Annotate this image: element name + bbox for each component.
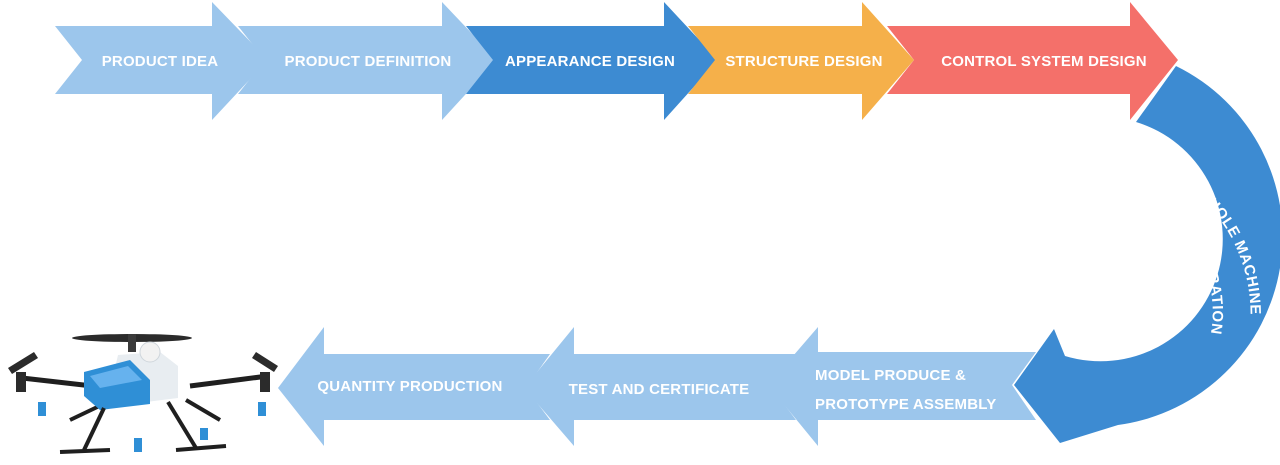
step-test-and-certificate: TEST AND CERTIFICATE [524, 327, 796, 446]
curved-arrow-shape [1014, 66, 1280, 443]
step-arrow-shape [768, 327, 1036, 446]
agricultural-drone-icon [8, 334, 278, 454]
step-label: PRODUCT IDEA [102, 53, 219, 70]
step-arrow-shape [887, 2, 1178, 120]
step-arrow-shape [55, 2, 268, 120]
step-whole-machine-system-integration: WHOLE MACHINE SYSTEM INTEGRATION [1014, 66, 1280, 443]
step-structure-design: STRUCTURE DESIGN [688, 2, 914, 120]
step-label: PRODUCT DEFINITION [285, 53, 452, 70]
step-label-line2: PROTOTYPE ASSEMBLY [815, 396, 996, 413]
step-arrow-shape [524, 327, 796, 446]
step-label: QUANTITY PRODUCTION [317, 378, 502, 395]
step-quantity-production: QUANTITY PRODUCTION [278, 327, 550, 446]
step-label: TEST AND CERTIFICATE [569, 381, 750, 398]
step-model-produce-prototype-assembly: MODEL PRODUCE & PROTOTYPE ASSEMBLY [768, 327, 1036, 446]
step-arrow-shape [278, 327, 550, 446]
step-product-definition: PRODUCT DEFINITION [238, 2, 497, 120]
step-control-system-design: CONTROL SYSTEM DESIGN [887, 2, 1178, 120]
step-label-line1: MODEL PRODUCE & [815, 367, 966, 384]
step-appearance-design: APPEARANCE DESIGN [466, 2, 718, 120]
step-arrow-shape [238, 2, 497, 120]
step-label: APPEARANCE DESIGN [505, 53, 675, 70]
step-label: STRUCTURE DESIGN [725, 53, 882, 70]
step-label: CONTROL SYSTEM DESIGN [941, 53, 1147, 70]
step-arrow-shape [688, 2, 914, 120]
step-product-idea: PRODUCT IDEA [55, 2, 268, 120]
step-arrow-shape [466, 2, 718, 120]
